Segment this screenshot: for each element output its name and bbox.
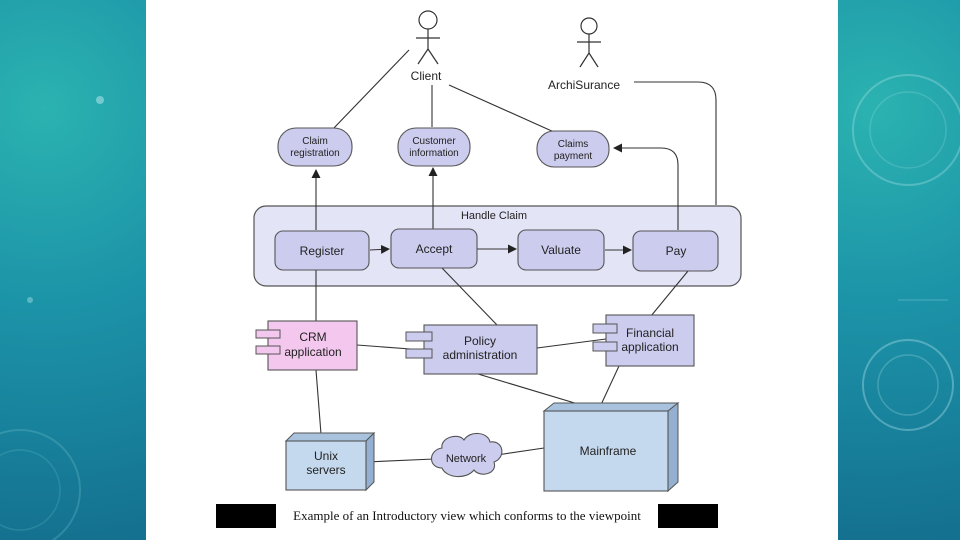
policy-to-financial: [536, 338, 607, 349]
financial-to-mainframe: [598, 365, 620, 410]
node-label-line2: servers: [306, 463, 345, 477]
connectors: [311, 49, 717, 463]
app-financial-application: Financial application: [592, 314, 695, 367]
pay-to-financial: [650, 270, 689, 317]
client-to-claims-payment: [448, 84, 555, 133]
app-policy-administration: Policy administration: [405, 324, 538, 375]
service-label-line2: information: [409, 148, 458, 159]
right-background-panel: [838, 0, 960, 540]
app-label-line1: Policy: [464, 334, 496, 348]
step-label: Register: [300, 244, 345, 258]
slide: Client ArchiSurance Claim registration C…: [146, 0, 838, 540]
node-label-line1: Unix: [314, 449, 338, 463]
step-valuate: Valuate: [517, 229, 605, 271]
redaction-block-left: [216, 504, 276, 528]
network-to-mainframe: [496, 447, 545, 456]
app-label-line2: application: [621, 340, 678, 354]
archisurance-label: ArchiSurance: [548, 78, 620, 92]
node-mainframe: Mainframe: [542, 401, 680, 493]
node-unix-servers: Unix servers: [284, 431, 376, 492]
step-label: Pay: [666, 244, 687, 258]
service-label-line1: Claim: [302, 136, 328, 147]
handle-claim-container: [253, 205, 742, 287]
service-label-line1: Claims: [558, 139, 589, 150]
service-label-line2: registration: [290, 148, 339, 159]
archisurance-actor-icon: [577, 17, 601, 68]
left-background-panel: [0, 0, 146, 540]
step-accept: Accept: [390, 228, 478, 269]
app-label-line2: administration: [443, 348, 518, 362]
handle-claim-title: Handle Claim: [461, 210, 527, 222]
mainframe-label: Mainframe: [580, 444, 637, 458]
archimate-diagram: Client ArchiSurance Claim registration C…: [253, 10, 742, 493]
caption-text: Example of an Introductory view which co…: [293, 508, 641, 523]
decorative-circles-left: [0, 96, 104, 540]
step-label: Valuate: [541, 243, 581, 257]
crm-to-unix: [315, 369, 322, 435]
client-actor-icon: [416, 10, 440, 65]
step-pay: Pay: [632, 230, 719, 272]
pay-realizes-claims-payment: [613, 143, 679, 230]
app-label-line1: CRM: [299, 330, 326, 344]
node-network: Network: [430, 432, 503, 478]
app-label-line2: application: [284, 345, 341, 359]
step-label: Accept: [416, 242, 453, 256]
app-label-line1: Financial: [626, 326, 674, 340]
register-to-accept: [369, 244, 390, 254]
service-customer-information: Customer information: [397, 127, 471, 167]
figure-caption: Example of an Introductory view which co…: [216, 504, 718, 528]
unix-to-network: [365, 458, 435, 463]
client-to-claim-registration: [331, 49, 410, 131]
service-label-line1: Customer: [412, 136, 456, 147]
decorative-circles-right: [852, 74, 960, 431]
step-register: Register: [274, 230, 370, 271]
archisurance-to-process: [634, 81, 717, 205]
accept-to-policy: [441, 267, 499, 327]
app-crm-application: CRM application: [255, 320, 358, 371]
network-label: Network: [446, 453, 487, 465]
client-label: Client: [411, 69, 442, 83]
service-claims-payment: Claims payment: [536, 130, 610, 168]
network-cloud-icon: [430, 432, 503, 478]
service-label-line2: payment: [554, 151, 593, 162]
redaction-block-right: [658, 504, 718, 528]
service-claim-registration: Claim registration: [277, 127, 353, 167]
